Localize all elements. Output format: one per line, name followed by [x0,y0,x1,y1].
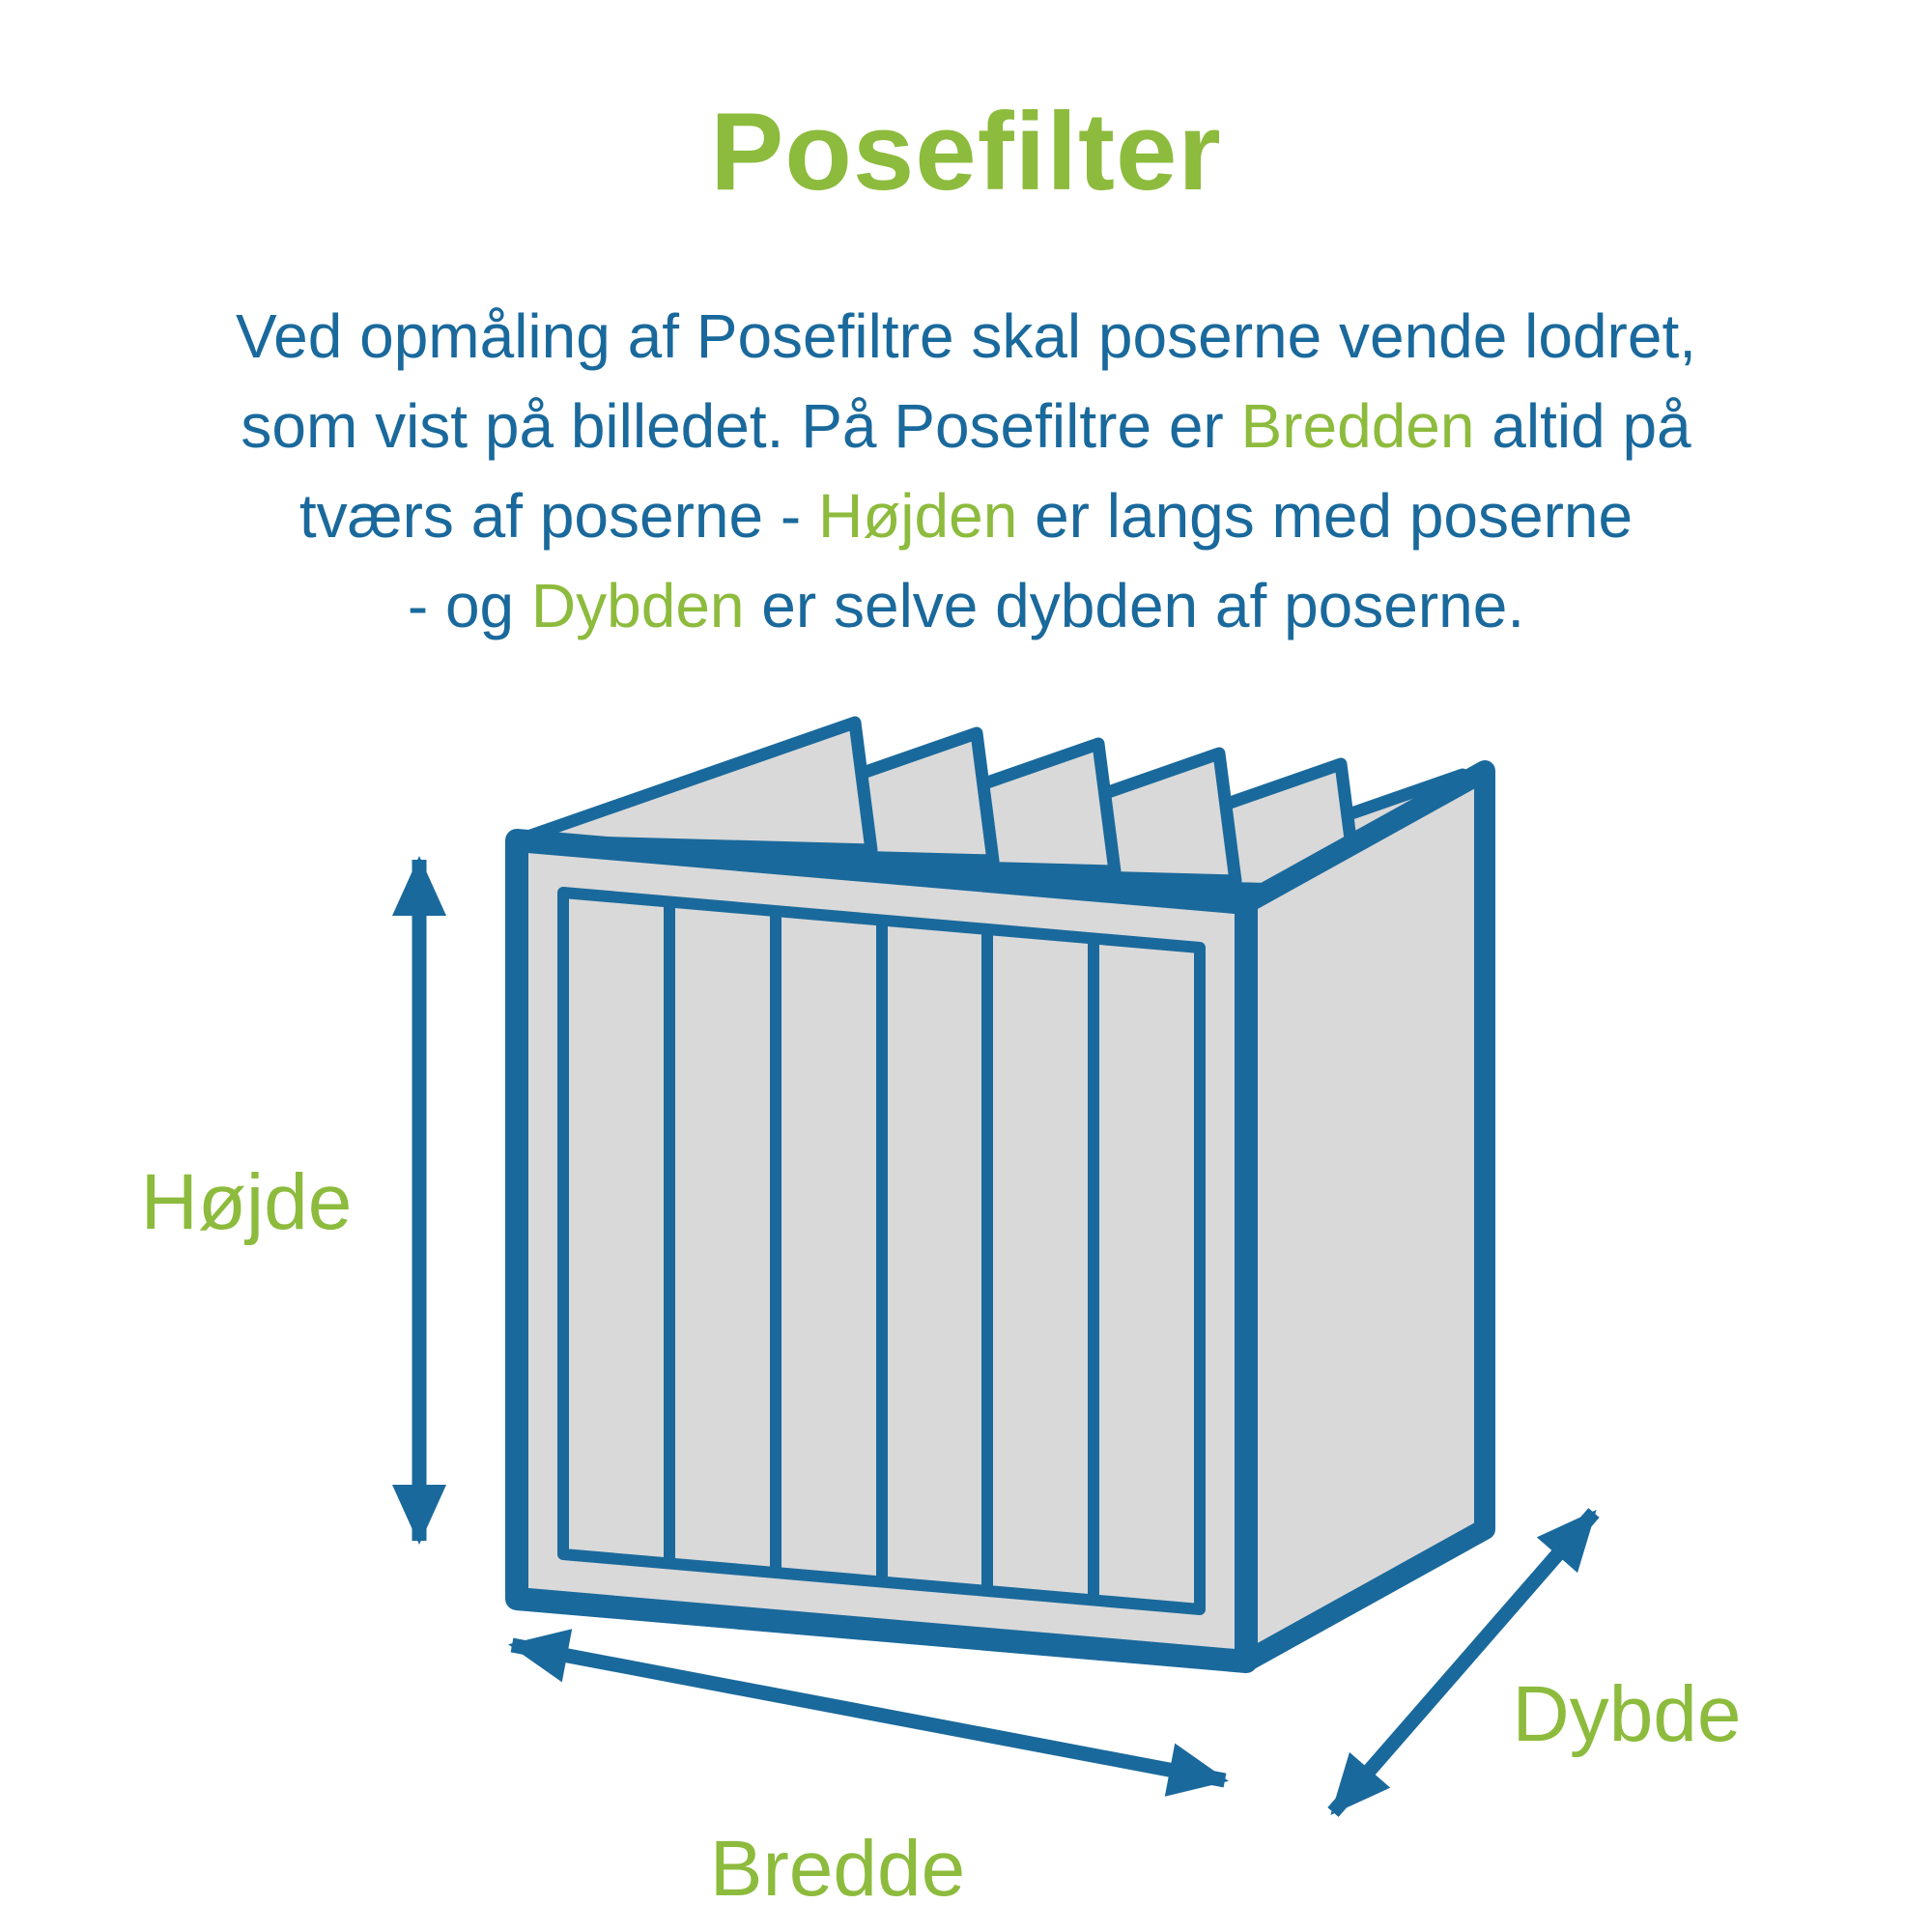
page-title: Posefilter [710,91,1222,213]
depth-arrow [1327,1508,1600,1817]
dimension-arrows [392,856,1600,1817]
filter-side-panel [1236,760,1495,1672]
term-dybden: Dybden [530,571,745,640]
intro-paragraph: Ved opmåling af Posefiltre skal poserne … [48,292,1884,651]
intro-line-4-after: er selve dybden af poserne. [744,571,1525,640]
intro-line-1-text: Ved opmåling af Posefiltre skal poserne … [235,301,1697,371]
intro-line-2: som vist på billedet. På Posefiltre er B… [48,382,1884,471]
depth-label: Dybde [1512,1670,1741,1758]
intro-line-2-before: som vist på billedet. På Posefiltre er [241,391,1241,461]
term-bredden: Bredden [1240,391,1475,461]
intro-line-3-before: tværs af poserne - [298,481,818,551]
intro-line-1: Ved opmåling af Posefiltre skal poserne … [48,292,1884,382]
intro-line-4-before: - og [407,571,531,640]
height-label: Højde [141,1158,353,1246]
filter-front-pockets [557,887,1206,1615]
width-label: Bredde [710,1825,965,1913]
bag-sail-1 [510,716,878,857]
intro-line-3-after: er langs med poserne [1017,481,1634,551]
term-hojden: Højden [817,481,1018,551]
intro-line-4: - og Dybden er selve dybden af poserne. [48,561,1884,651]
width-arrow [508,1629,1229,1797]
intro-line-3: tværs af poserne - Højden er langs med p… [48,471,1884,561]
intro-line-2-after: altid på [1474,391,1691,461]
